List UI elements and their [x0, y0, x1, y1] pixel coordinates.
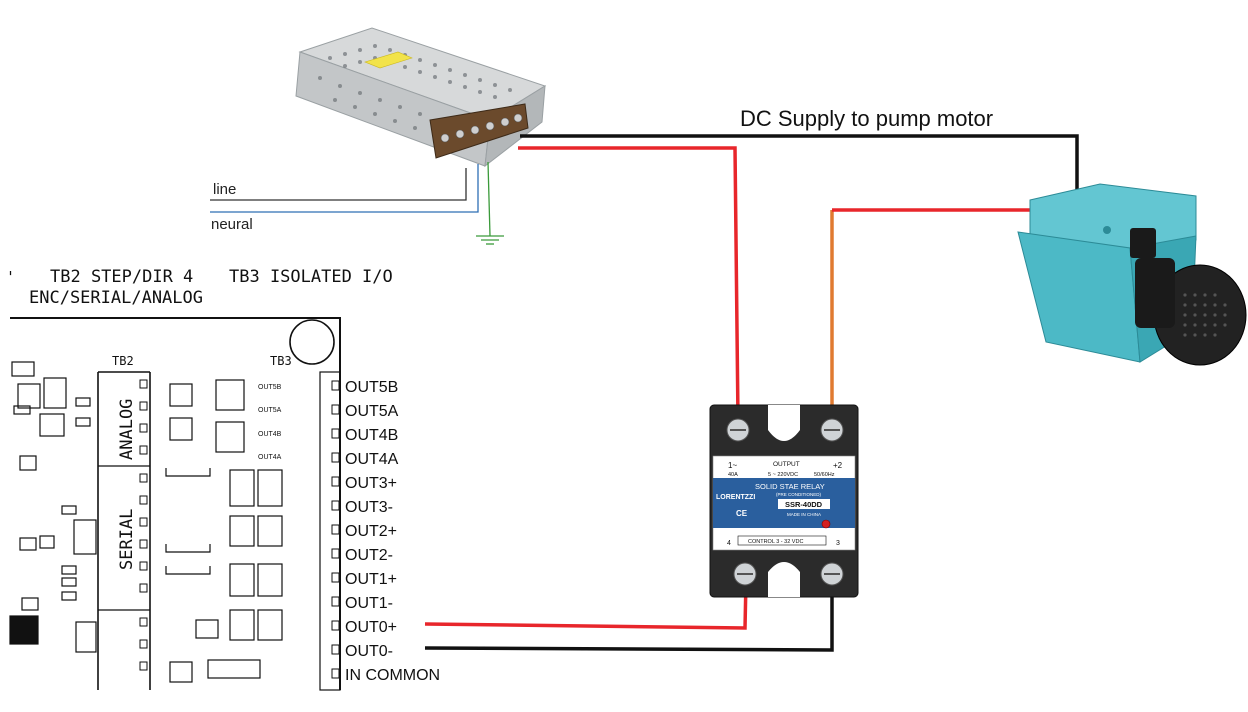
relay-output-label: OUTPUT — [773, 461, 800, 468]
board-header-right: TB3 ISOLATED I/O — [229, 267, 393, 287]
tb3-out4b: OUT4B — [345, 427, 398, 444]
relay-screw-4 — [733, 562, 757, 586]
relay-screw-3 — [820, 562, 844, 586]
pump-motor — [1017, 183, 1247, 366]
wire-dc-red-relay — [518, 146, 740, 421]
pcb-out5b: OUT5B — [258, 384, 282, 391]
mounting-hole — [289, 319, 335, 365]
tb2-label: TB2 — [112, 354, 134, 368]
relay-screw-1 — [726, 418, 750, 442]
tb3-out3-plus: OUT3+ — [345, 475, 397, 492]
neutral-label: neural — [211, 216, 253, 233]
tb3-out5b: OUT5B — [345, 379, 398, 396]
relay-voltage: 5 ~ 220VDC — [768, 472, 798, 478]
dc-supply-label: DC Supply to pump motor — [740, 106, 993, 131]
svg-text:': ' — [6, 268, 15, 286]
tb3-in-common: IN COMMON — [345, 667, 440, 684]
ac-input-wires — [210, 161, 504, 245]
tb3-out3-minus: OUT3- — [345, 499, 393, 516]
relay-screw-2 — [820, 418, 844, 442]
board-header-left-1: TB2 STEP/DIR 4 — [50, 267, 193, 287]
relay-term4: 4 — [727, 540, 731, 547]
relay-freq: 50/60Hz — [814, 472, 835, 478]
power-supply — [295, 27, 547, 168]
relay-brand: LORENTZZI — [716, 494, 755, 501]
pcb-out4b: OUT4B — [258, 431, 282, 438]
relay-made-in: MADE IN CHINA — [787, 512, 821, 517]
wire-out0-plus — [424, 579, 748, 630]
relay-term3: 3 — [836, 540, 840, 547]
analog-label: ANALOG — [117, 399, 137, 460]
tb3-out0-plus: OUT0+ — [345, 619, 397, 636]
solid-state-relay: 1~ OUTPUT +2 40A 5 ~ 220VDC 50/60Hz SOLI… — [709, 404, 859, 598]
tb3-label: TB3 — [270, 354, 292, 368]
pcb-out5a: OUT5A — [258, 407, 282, 414]
tb3-out4a: OUT4A — [345, 451, 399, 468]
tb3-out1-minus: OUT1- — [345, 595, 393, 612]
relay-control: CONTROL 3 - 32 VDC — [748, 539, 803, 545]
ground-symbol — [476, 235, 504, 245]
line-label: line — [213, 181, 236, 198]
tb3-out2-minus: OUT2- — [345, 547, 393, 564]
relay-title: SOLID STAE RELAY — [755, 482, 825, 491]
relay-ce-mark: CE — [736, 509, 748, 518]
relay-right-term: +2 — [833, 461, 843, 470]
controller-board: TB2 STEP/DIR 4 ENC/SERIAL/ANALOG TB3 ISO… — [6, 267, 440, 691]
pcb-components — [9, 361, 283, 683]
board-header-left-2: ENC/SERIAL/ANALOG — [29, 288, 203, 308]
tb3-out5a: OUT5A — [345, 403, 399, 420]
relay-subtitle: (PRE CONDITIONED) — [776, 492, 822, 497]
relay-left-term: 1~ — [728, 461, 737, 470]
serial-label: SERIAL — [117, 509, 137, 570]
tb3-out1-plus: OUT1+ — [345, 571, 397, 588]
tb3-out2-plus: OUT2+ — [345, 523, 397, 540]
wire-dc-black-pump — [520, 134, 1079, 190]
relay-amps: 40A — [728, 472, 738, 478]
tb3-out0-minus: OUT0- — [345, 643, 393, 660]
relay-led — [821, 519, 831, 529]
wire-out0-minus — [424, 580, 834, 652]
relay-model: SSR-40DD — [785, 500, 823, 509]
pcb-out4a: OUT4A — [258, 454, 282, 461]
